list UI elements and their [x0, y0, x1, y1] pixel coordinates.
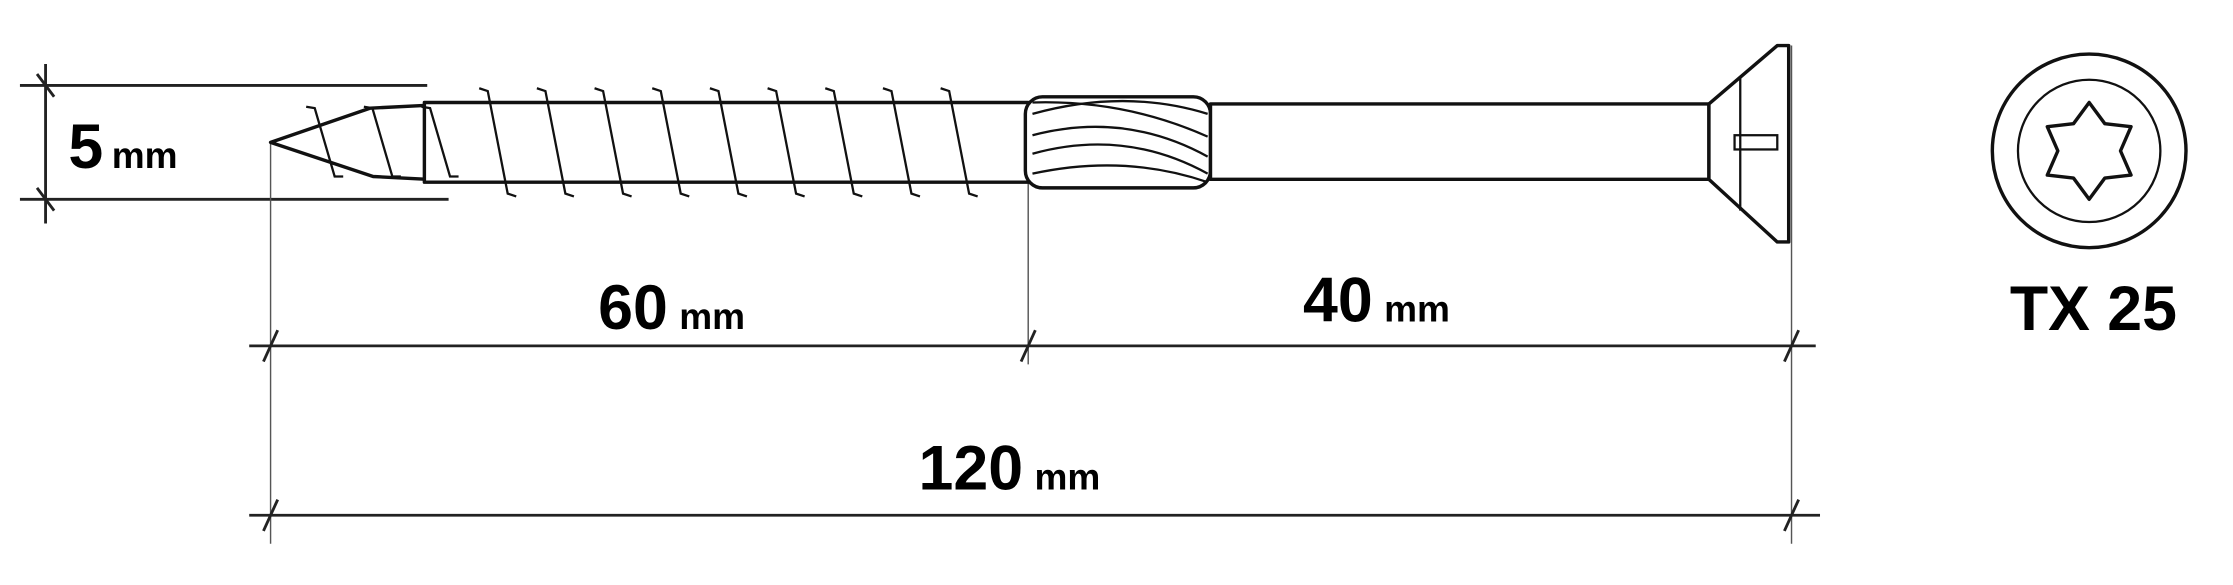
thread-crest: [478, 87, 517, 198]
thread-core: [422, 100, 1030, 184]
thread-crest: [709, 87, 748, 198]
total-length-unit: mm: [1034, 456, 1100, 498]
thread-crest: [363, 105, 401, 178]
knurl-grooves: [1032, 99, 1209, 184]
thread-crest: [824, 87, 863, 198]
thread-crest: [421, 105, 459, 178]
shank-length-value: 40: [1303, 266, 1373, 336]
diameter-value: 5: [68, 112, 103, 182]
thread-length-unit: mm: [679, 295, 745, 337]
total-length-value: 120: [919, 434, 1024, 504]
svg-text:5mm: 5mm: [68, 112, 177, 182]
thread-crest: [305, 105, 344, 178]
thread-crest: [536, 87, 575, 198]
diameter-unit: mm: [112, 134, 178, 176]
drive-label: TX 25: [2010, 274, 2177, 344]
shank: [1208, 102, 1711, 182]
screw-tip: [268, 103, 429, 182]
countersunk-head: [1707, 43, 1791, 244]
thread-length-value: 60: [598, 273, 668, 343]
thread-crest: [882, 87, 921, 198]
partial-length-dimension: 60 mm 40 mm: [249, 266, 1816, 363]
thread-crest: [940, 87, 979, 198]
thread-crest: [651, 87, 690, 198]
threads: [305, 87, 979, 198]
screw-drawing: [268, 43, 1791, 244]
thread-crest: [594, 87, 632, 198]
torx-drive-icon: TX 25: [1990, 52, 2188, 344]
torx-star: [2045, 100, 2133, 201]
shank-length-unit: mm: [1384, 288, 1450, 330]
thread-crest: [767, 87, 805, 198]
